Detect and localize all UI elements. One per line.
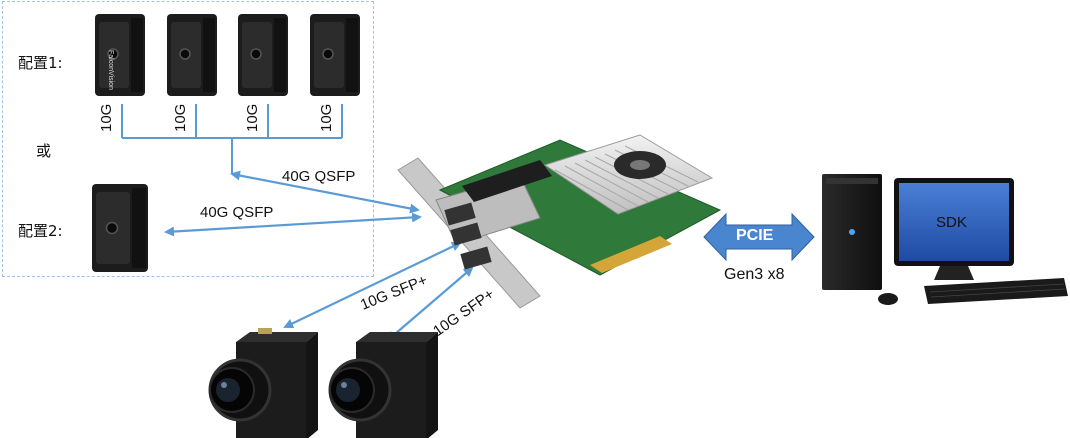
- small-camera-2: [167, 14, 217, 96]
- or-label: 或: [36, 140, 51, 161]
- port-label-4: 10G: [318, 104, 335, 132]
- sdk-label: SDK: [936, 214, 967, 231]
- port-label-3: 10G: [244, 104, 261, 132]
- config1-label: 配置1:: [18, 52, 63, 73]
- pcie-card: [398, 135, 720, 308]
- pcie-label: PCIE: [736, 227, 773, 245]
- large-camera-2: [330, 332, 438, 438]
- large-camera-1: [210, 328, 318, 438]
- qsfp-label-2: 40G QSFP: [200, 204, 273, 221]
- keyboard: [924, 278, 1068, 304]
- small-camera-4: [310, 14, 360, 96]
- small-camera-3: [238, 14, 288, 96]
- pcie-gen-label: Gen3 x8: [724, 266, 784, 284]
- port-label-1: 10G: [98, 104, 115, 132]
- camera-brand-text: FalconVision: [107, 50, 114, 90]
- config2-camera: [92, 184, 148, 272]
- qsfp-label-1: 40G QSFP: [282, 168, 355, 185]
- config2-label: 配置2:: [18, 220, 63, 241]
- port-label-2: 10G: [172, 104, 189, 132]
- pc-tower: [822, 174, 882, 290]
- config1-bus-lines: [122, 104, 342, 174]
- sfp-arrow-1: [285, 243, 460, 327]
- mouse: [878, 293, 898, 305]
- small-camera-1: [95, 14, 145, 96]
